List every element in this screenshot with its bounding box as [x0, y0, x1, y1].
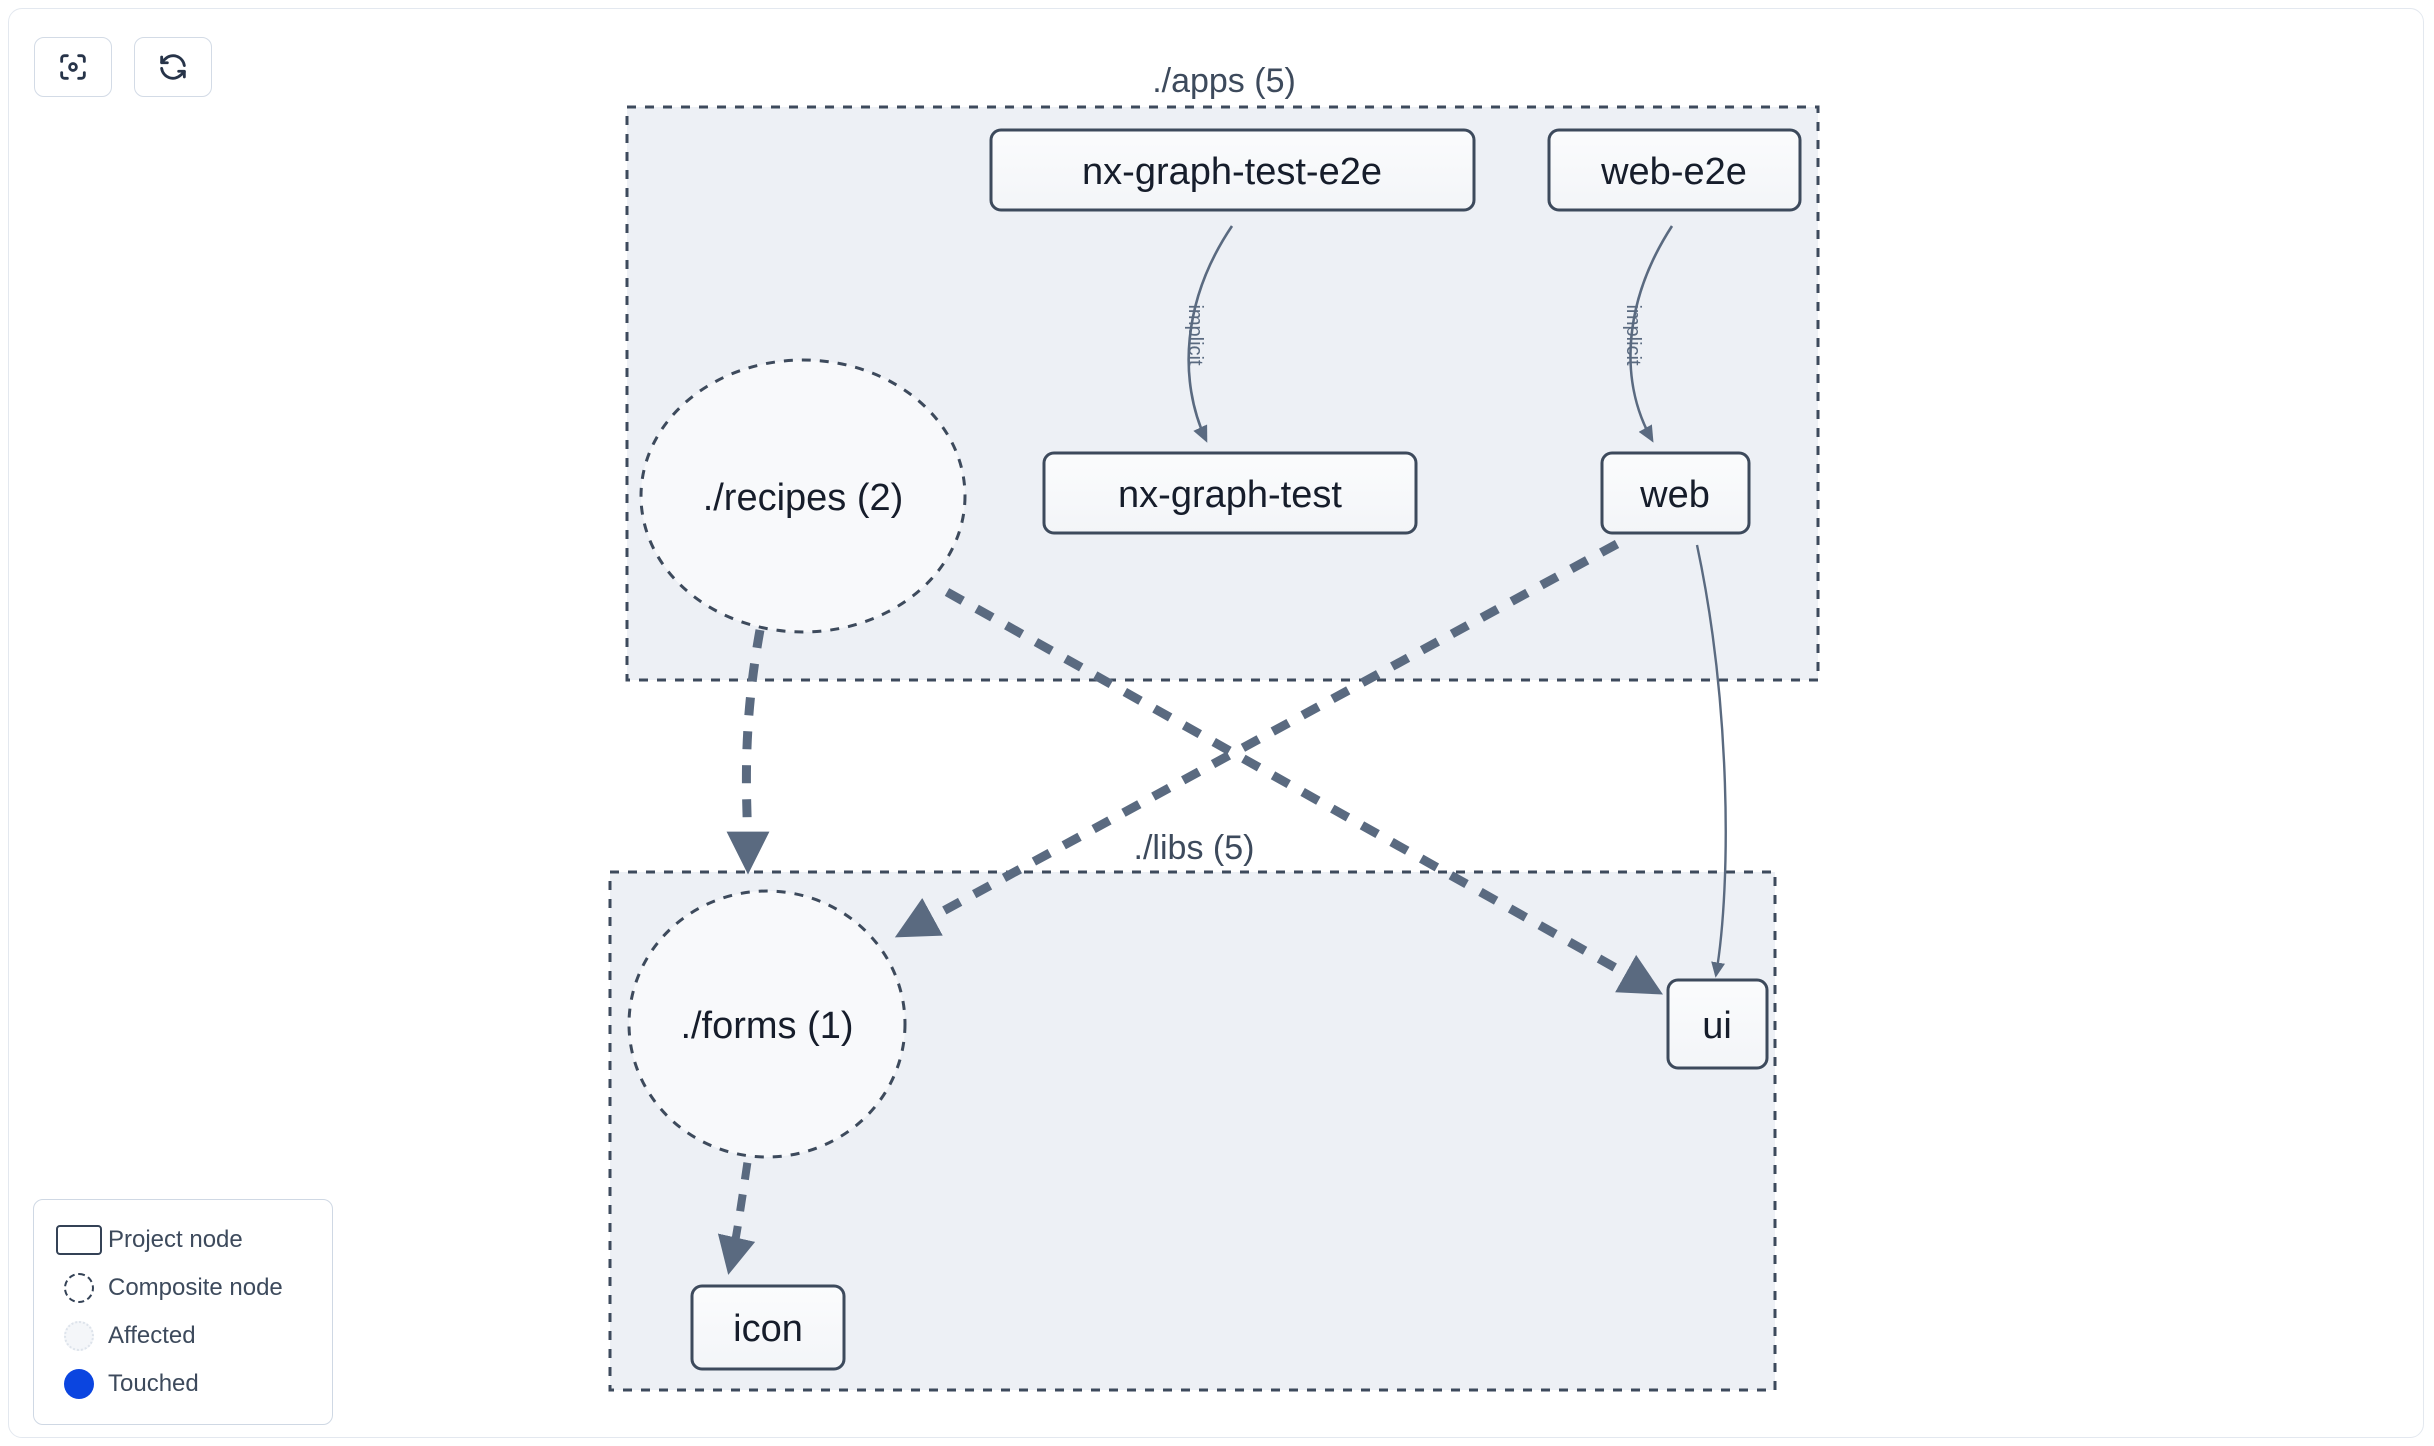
touched-icon: [56, 1369, 108, 1399]
node-icon-shape[interactable]: [690, 1284, 846, 1371]
node-recipes-label: ./recipes (2): [703, 477, 904, 519]
node-icon[interactable]: icon: [690, 1284, 846, 1371]
legend-item-composite-node: Composite node: [56, 1264, 314, 1312]
node-nx-graph-test-e2e-shape[interactable]: [989, 128, 1476, 212]
node-nx-graph-test-e2e[interactable]: nx-graph-test-e2e: [989, 128, 1476, 212]
legend-label-touched: Touched: [108, 1370, 199, 1397]
edge-nx-graph-test-e2e-to-nx-graph-test[interactable]: implicit: [1184, 225, 1234, 443]
edge-label-implicit-1: implicit: [1184, 304, 1206, 366]
group-libs-label-bg: [1090, 819, 1290, 863]
composite-node-icon: [56, 1273, 108, 1303]
graph-toolbar: [34, 37, 212, 97]
graph-legend: Project node Composite node Affected Tou…: [33, 1199, 333, 1425]
node-ui-label: ui: [1702, 1005, 1732, 1047]
node-web-e2e[interactable]: web-e2e: [1547, 128, 1802, 212]
legend-item-project-node: Project node: [56, 1216, 314, 1264]
node-nx-graph-test[interactable]: nx-graph-test: [1042, 451, 1418, 535]
node-web-shape[interactable]: [1600, 451, 1751, 535]
node-forms-shape[interactable]: [627, 889, 907, 1159]
node-recipes[interactable]: ./recipes (2): [639, 358, 967, 634]
refresh-graph-button[interactable]: [134, 37, 212, 97]
group-libs-label: ./libs (5): [1134, 829, 1255, 867]
edge-label-implicit-2: implicit: [1622, 304, 1644, 366]
node-web-label: web: [1639, 474, 1710, 516]
node-ui[interactable]: ui: [1666, 978, 1769, 1070]
node-web[interactable]: web: [1600, 451, 1751, 535]
legend-item-affected: Affected: [56, 1312, 314, 1360]
node-icon-label: icon: [733, 1308, 803, 1350]
node-recipes-shape[interactable]: [639, 358, 967, 634]
node-nx-graph-test-label: nx-graph-test: [1118, 474, 1342, 516]
edge-path: [726, 629, 770, 875]
edge-web-e2e-to-web[interactable]: implicit: [1622, 225, 1674, 443]
group-apps-label: ./apps (5): [1152, 62, 1296, 100]
node-forms-label: ./forms (1): [680, 1005, 853, 1047]
node-nx-graph-test-shape[interactable]: [1042, 451, 1418, 535]
affected-icon: [56, 1321, 108, 1351]
node-web-e2e-label: web-e2e: [1600, 151, 1747, 193]
legend-label-project-node: Project node: [108, 1226, 243, 1253]
legend-item-touched: Touched: [56, 1360, 314, 1408]
legend-label-affected: Affected: [108, 1322, 196, 1349]
refresh-icon: [156, 50, 190, 84]
project-node-icon: [56, 1225, 108, 1255]
edge-path: [1187, 225, 1234, 443]
node-nx-graph-test-e2e-label: nx-graph-test-e2e: [1082, 151, 1382, 193]
legend-label-composite-node: Composite node: [108, 1274, 283, 1301]
edge-web-to-ui[interactable]: [1695, 544, 1727, 978]
node-web-e2e-shape[interactable]: [1547, 128, 1802, 212]
edge-path: [1695, 544, 1727, 978]
focus-target-icon: [56, 50, 90, 84]
group-apps-label-bg: [1110, 52, 1338, 96]
node-ui-shape[interactable]: [1666, 978, 1769, 1070]
focus-graph-button[interactable]: [34, 37, 112, 97]
edge-recipes-to-forms[interactable]: [726, 629, 770, 875]
edge-path: [1629, 225, 1674, 443]
node-forms[interactable]: ./forms (1): [627, 889, 907, 1159]
